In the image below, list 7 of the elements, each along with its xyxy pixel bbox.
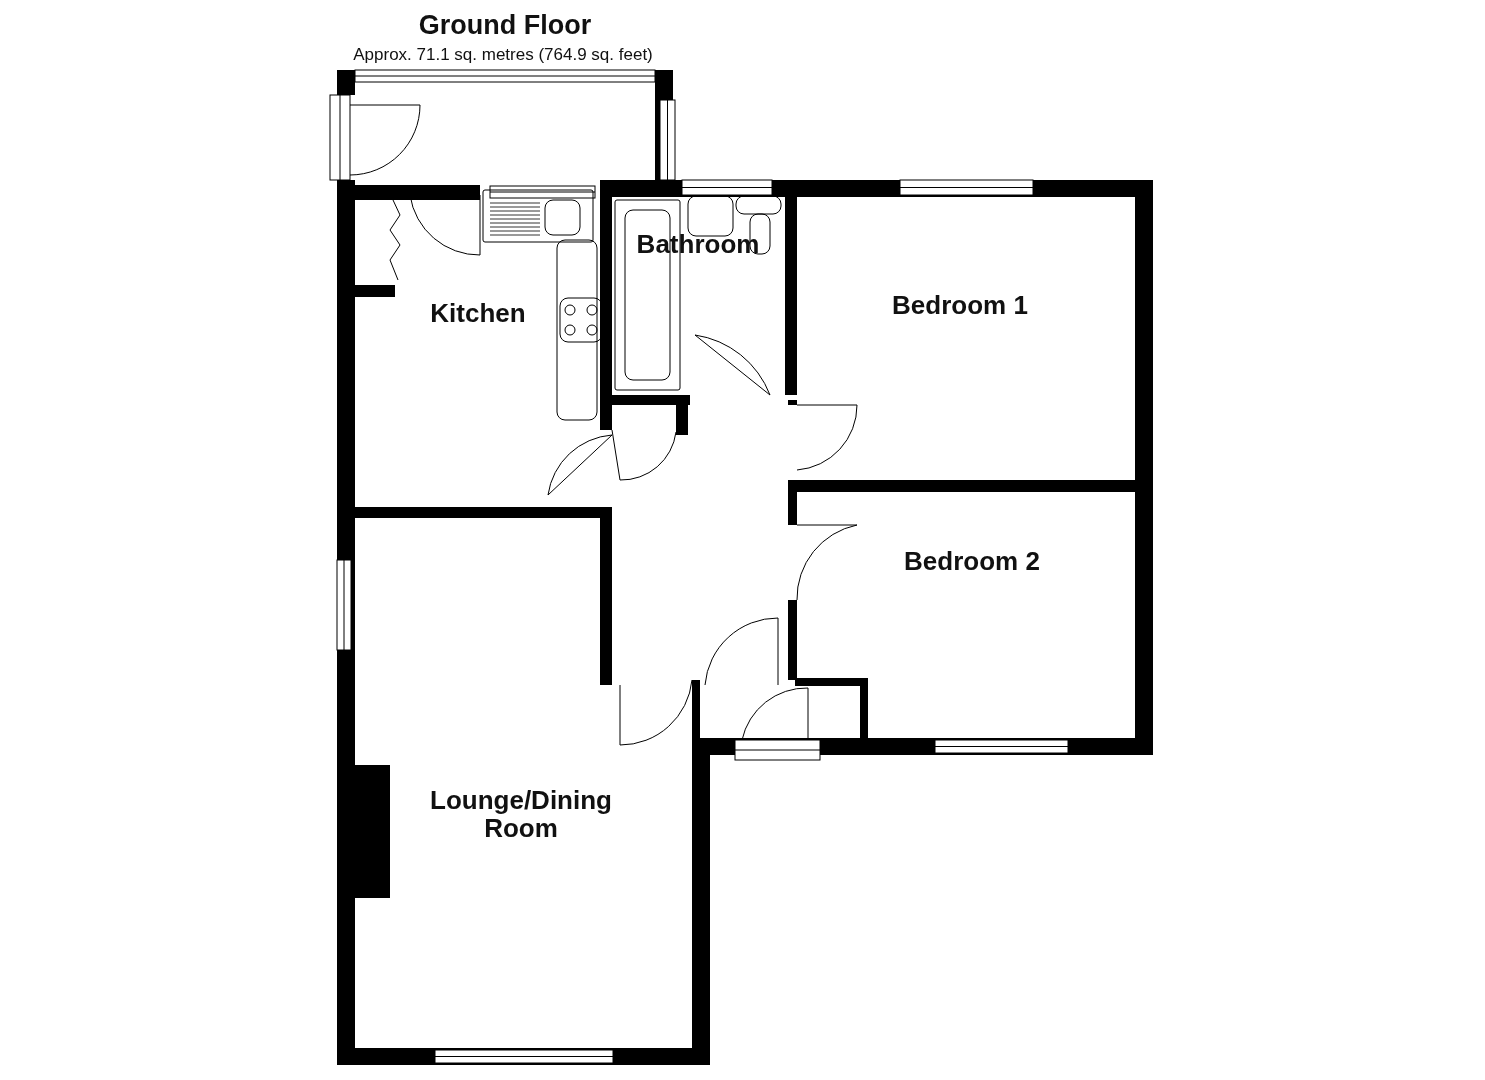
area-note: Approx. 71.1 sq. metres (764.9 sq. feet) [353,45,653,65]
room-label: Lounge/Dining Room [391,786,651,842]
room-label: Bedroom 2 [847,547,1097,575]
floor-title: Ground Floor [418,9,592,41]
room-label: Kitchen [378,299,578,327]
room-label: Bathroom [618,230,778,258]
room-label: Bedroom 1 [835,291,1085,319]
